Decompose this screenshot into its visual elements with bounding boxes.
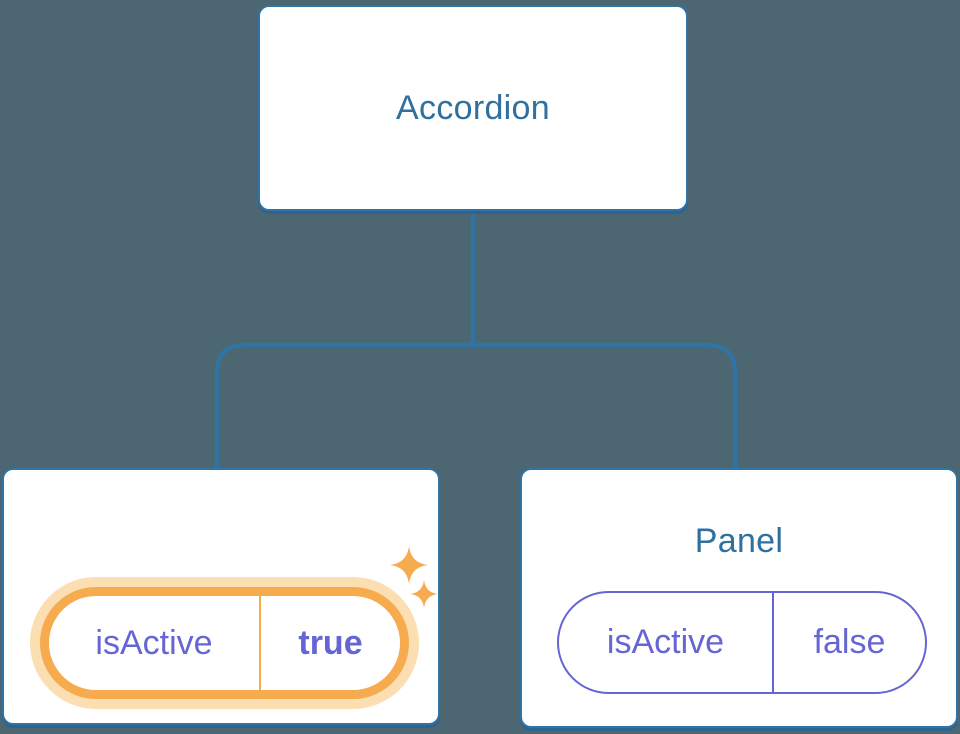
panel-node-inactive: Panel isActive false [520,468,958,728]
state-value: true [298,623,363,662]
pill-divider [259,596,261,690]
accordion-node: Accordion [258,5,688,211]
state-name: isActive [95,623,213,662]
pill-divider [772,593,774,692]
sparkle-icon [410,580,438,608]
panel-node-label: Panel [694,522,784,560]
accordion-node-label: Accordion [396,88,550,127]
state-name: isActive [606,623,725,661]
connector-branch [214,342,738,469]
sparkle-icon [390,546,428,584]
panel-node-active: Panel isActive true [2,468,440,725]
state-pill-inactive: isActive false [557,591,927,694]
state-pill-active: isActive true [40,587,409,699]
state-value: false [813,623,886,661]
